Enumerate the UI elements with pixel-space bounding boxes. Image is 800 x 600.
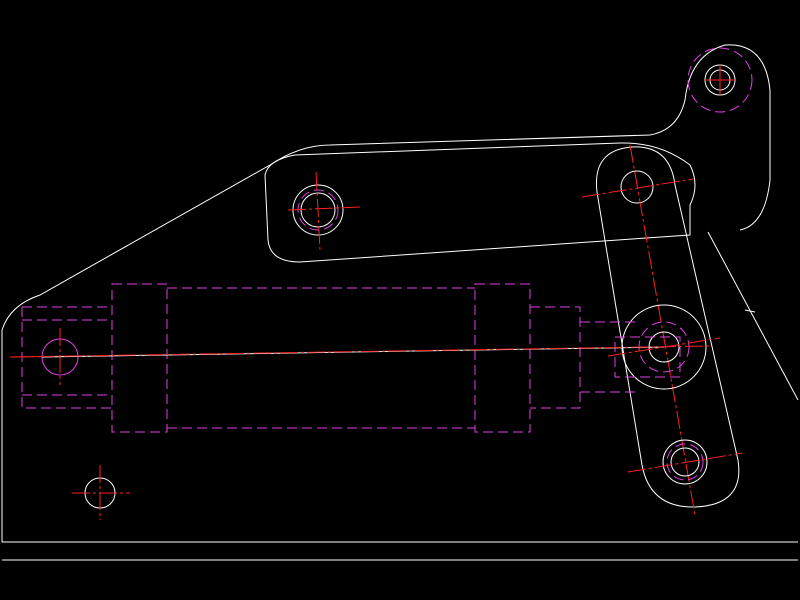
swing-arm [264, 142, 696, 263]
link-mid-pin-outer [621, 304, 707, 390]
link-bottom-pin-hidden [666, 443, 704, 481]
cylinder-right-cap [474, 283, 531, 433]
cylinder-gland [530, 306, 581, 409]
connecting-link-outline [595, 146, 740, 508]
swing-arm-pin-centerline-v [315, 171, 321, 251]
upper-pivot-hidden-outer [687, 47, 753, 113]
cylinder-rod [580, 321, 640, 393]
upper-pivot [687, 47, 753, 113]
link-bottom-centerline [627, 452, 743, 473]
mounting-hole [72, 465, 130, 520]
link-axis-centerline [629, 144, 696, 516]
swing-arm-pin-inner [300, 192, 336, 228]
link-top-pin [620, 170, 654, 204]
cylinder-axis-centerline [9, 345, 711, 358]
link-bottom-pin-inner [670, 447, 700, 477]
cylinder-barrel [167, 287, 475, 429]
connecting-link [581, 144, 743, 516]
hydraulic-cylinder [9, 283, 711, 433]
swing-arm-outline [264, 142, 696, 263]
cylinder-left-cap [111, 283, 168, 433]
base-plate-right-notch [744, 309, 756, 313]
base-plate [1, 44, 799, 561]
link-bottom-pin-outer [662, 439, 708, 485]
swing-arm-pin-centerline-h [287, 206, 361, 211]
base-plate-outline [1, 44, 771, 542]
cylinder-left-clevis [21, 306, 112, 409]
cylinder-rod-end [614, 336, 681, 378]
base-plate-right-edge [707, 231, 799, 401]
